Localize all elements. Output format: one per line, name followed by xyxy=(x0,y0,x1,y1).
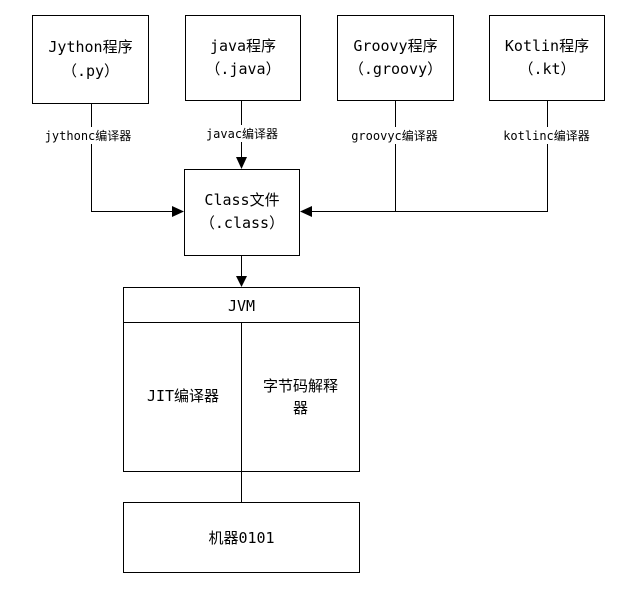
arrowhead-java xyxy=(236,157,247,169)
source-jython-ext: （.py） xyxy=(62,62,119,80)
compiler-groovy: groovyc编译器 xyxy=(351,128,438,143)
compiler-java: javac编译器 xyxy=(206,126,278,141)
source-groovy: Groovy程序 （.groovy） xyxy=(337,15,454,101)
bytecode-interpreter-line2: 器 xyxy=(293,399,308,417)
source-groovy-ext: （.groovy） xyxy=(349,60,442,78)
arrowhead-jython xyxy=(172,206,184,217)
source-jython-name: Jython程序 xyxy=(48,38,132,56)
jvm-box: JVM JIT编译器 字节码解释 器 xyxy=(123,287,360,472)
bytecode-interpreter-line1: 字节码解释 xyxy=(263,377,338,395)
compiler-kotlin: kotlinc编译器 xyxy=(503,128,590,143)
jvm-title: JVM xyxy=(228,297,255,315)
compiler-label-kotlin: kotlinc编译器 xyxy=(499,127,594,144)
class-file-ext: （.class） xyxy=(200,214,284,232)
arrowhead-class-jvm xyxy=(236,276,247,287)
source-java-name: java程序 xyxy=(210,37,276,55)
arrowhead-right-merge xyxy=(300,206,312,217)
compiler-label-java: javac编译器 xyxy=(203,125,281,142)
compiler-label-groovy: groovyc编译器 xyxy=(347,127,442,144)
source-kotlin-name: Kotlin程序 xyxy=(505,37,589,55)
source-groovy-name: Groovy程序 xyxy=(353,37,437,55)
source-kotlin-ext: （.kt） xyxy=(518,60,575,78)
jit-compiler: JIT编译器 xyxy=(147,387,219,405)
compiler-jython: jythonc编译器 xyxy=(45,128,132,143)
class-file-name: Class文件 xyxy=(204,191,279,209)
machine-label: 机器0101 xyxy=(208,529,274,547)
compiler-label-jython: jythonc编译器 xyxy=(42,127,134,144)
connector-jython xyxy=(91,103,172,212)
source-java: java程序 （.java） xyxy=(185,15,301,101)
class-file-box: Class文件 （.class） xyxy=(184,169,300,256)
connector-kotlin xyxy=(312,100,548,212)
machine-box: 机器0101 xyxy=(123,502,360,573)
source-java-ext: （.java） xyxy=(205,60,280,78)
source-jython: Jython程序 （.py） xyxy=(32,15,149,104)
source-kotlin: Kotlin程序 （.kt） xyxy=(489,15,605,101)
